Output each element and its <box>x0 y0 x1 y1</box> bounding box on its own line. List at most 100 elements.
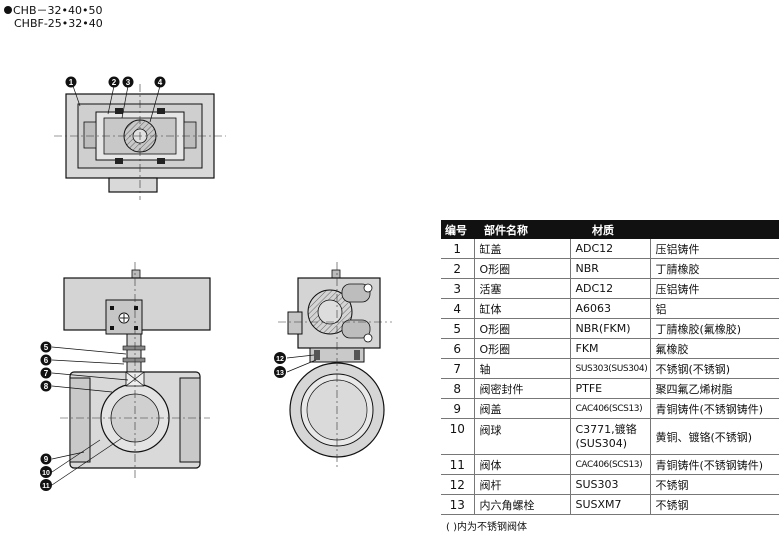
callout-markers: 1 2 3 4 5 6 7 8 9 10 11 12 13 <box>40 76 286 491</box>
row-material-desc: 氟橡胶 <box>650 338 779 359</box>
row-material-desc: 不锈钢 <box>650 474 779 495</box>
callout-11: 11 <box>40 479 52 491</box>
callout-5: 5 <box>40 341 52 353</box>
row-part-name: 缸盖 <box>474 239 571 259</box>
row-material-desc: 压铝铸件 <box>650 278 779 299</box>
svg-text:4: 4 <box>158 78 163 87</box>
row-part-name: 轴 <box>474 358 571 379</box>
row-material-desc: 黄铜、镀铬(不锈钢) <box>650 418 779 455</box>
svg-text:8: 8 <box>44 382 49 391</box>
row-material-code: A6063 <box>570 298 651 319</box>
row-material-code: SUS303 <box>570 474 651 495</box>
svg-text:10: 10 <box>42 470 50 477</box>
callout-1: 1 <box>65 76 77 88</box>
row-part-name: 活塞 <box>474 278 571 299</box>
callout-10: 10 <box>40 466 52 478</box>
row-material-code: SUS303(SUS304) <box>570 358 651 379</box>
svg-text:9: 9 <box>44 455 49 464</box>
callout-7: 7 <box>40 367 52 379</box>
row-material-code: CAC406(SCS13) <box>570 454 651 475</box>
row-number: 8 <box>441 378 475 399</box>
callout-3: 3 <box>122 76 134 88</box>
side-view-drawing <box>278 262 392 470</box>
header-material: 材质 <box>570 220 779 239</box>
bullet-icon <box>4 6 12 14</box>
row-material-desc: 青铜铸件(不锈钢铸件) <box>650 398 779 419</box>
row-material-desc: 铝 <box>650 298 779 319</box>
row-part-name: 阀体 <box>474 454 571 475</box>
row-number: 4 <box>441 298 475 319</box>
row-number: 7 <box>441 358 475 379</box>
svg-text:7: 7 <box>44 369 49 378</box>
row-number: 10 <box>441 418 475 455</box>
row-material-desc: 不锈钢 <box>650 494 779 515</box>
row-number: 3 <box>441 278 475 299</box>
top-view-drawing <box>54 84 226 200</box>
callout-2: 2 <box>108 76 120 88</box>
row-number: 13 <box>441 494 475 515</box>
callout-12: 12 <box>274 352 286 364</box>
front-view-drawing <box>51 262 211 486</box>
footnote: ( )内为不锈钢阀体 <box>446 522 527 533</box>
header-no: 编号 <box>441 220 474 239</box>
row-material-desc: 丁腈橡胶(氟橡胶) <box>650 318 779 339</box>
model-line-1: CHB－32•40•50 <box>4 4 102 17</box>
row-material-code: CAC406(SCS13) <box>570 398 651 419</box>
row-number: 11 <box>441 454 475 475</box>
row-number: 1 <box>441 239 475 259</box>
row-material-desc: 青铜铸件(不锈钢铸件) <box>650 454 779 475</box>
svg-text:12: 12 <box>276 356 284 363</box>
callout-13: 13 <box>274 366 286 378</box>
row-number: 9 <box>441 398 475 419</box>
svg-text:6: 6 <box>44 356 49 365</box>
row-material-code: ADC12 <box>570 239 651 259</box>
svg-text:11: 11 <box>42 483 50 490</box>
row-material-code: ADC12 <box>570 278 651 299</box>
row-material-code: NBR(FKM) <box>570 318 651 339</box>
row-material-code: NBR <box>570 258 651 279</box>
callout-8: 8 <box>40 380 52 392</box>
row-part-name: 阀杆 <box>474 474 571 495</box>
row-part-name: O形圈 <box>474 338 571 359</box>
model-line-2: CHBF-25•32•40 <box>14 17 103 30</box>
row-part-name: 缸体 <box>474 298 571 319</box>
row-part-name: 内六角螺栓 <box>474 494 571 515</box>
row-material-desc: 压铝铸件 <box>650 239 779 259</box>
header-part-name: 部件名称 <box>474 220 570 239</box>
row-material-code: C3771,镀铬(SUS304) <box>570 418 651 455</box>
svg-text:13: 13 <box>276 370 284 377</box>
callout-6: 6 <box>40 354 52 366</box>
callout-4: 4 <box>154 76 166 88</box>
row-number: 6 <box>441 338 475 359</box>
table-header-row: 编号 部件名称 材质 <box>441 220 779 239</box>
svg-text:2: 2 <box>112 78 117 87</box>
svg-text:1: 1 <box>69 78 74 87</box>
row-number: 5 <box>441 318 475 339</box>
svg-text:3: 3 <box>126 78 131 87</box>
row-part-name: 阀密封件 <box>474 378 571 399</box>
row-number: 12 <box>441 474 475 495</box>
svg-text:5: 5 <box>44 343 49 352</box>
row-material-desc: 聚四氟乙烯树脂 <box>650 378 779 399</box>
row-part-name: 阀球 <box>474 418 571 455</box>
row-part-name: O形圈 <box>474 318 571 339</box>
row-part-name: O形圈 <box>474 258 571 279</box>
row-part-name: 阀盖 <box>474 398 571 419</box>
row-material-code: PTFE <box>570 378 651 399</box>
row-number: 2 <box>441 258 475 279</box>
